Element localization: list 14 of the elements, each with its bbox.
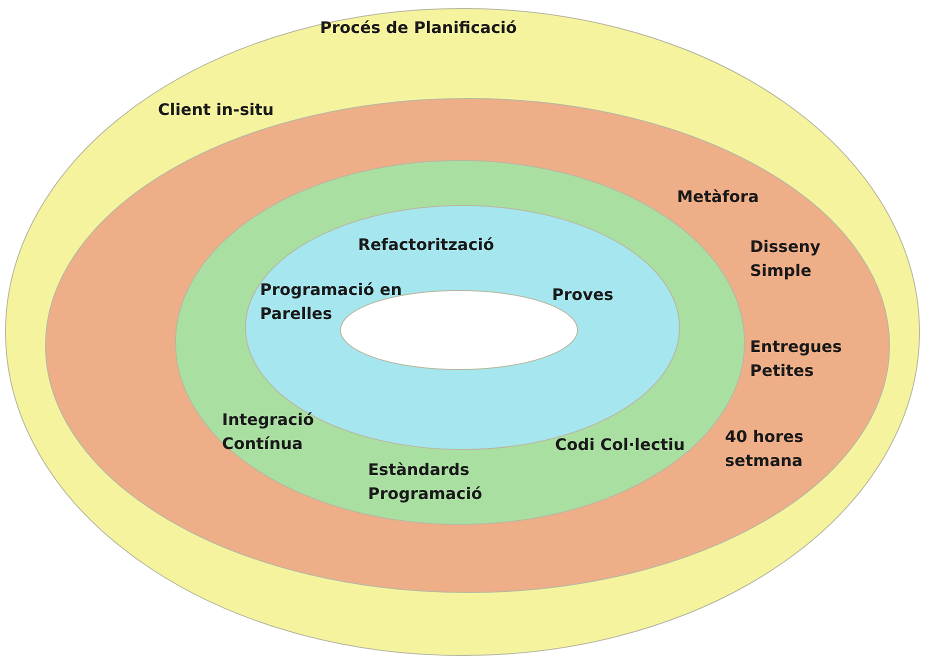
ellipse-ring [5, 8, 920, 656]
ring-label: 40 hores setmana [725, 426, 804, 472]
ring-label: Entregues Petites [750, 336, 843, 382]
ring-label: Codi Col·lectiu [555, 434, 685, 456]
ring-label: Integració Contínua [222, 409, 315, 455]
ring-label: Estàndards Programació [368, 459, 484, 505]
ring-label: Proves [552, 284, 614, 306]
ring-label: Programació en Parelles [260, 279, 403, 325]
ring-label: Metàfora [677, 186, 760, 208]
ring-label: Procés de Planificació [320, 17, 518, 39]
ring-label: Refactorització [358, 234, 496, 256]
ring-label: Client in-situ [158, 99, 275, 121]
ellipse-ring [45, 98, 890, 593]
ring-label: Disseny Simple [750, 236, 822, 282]
